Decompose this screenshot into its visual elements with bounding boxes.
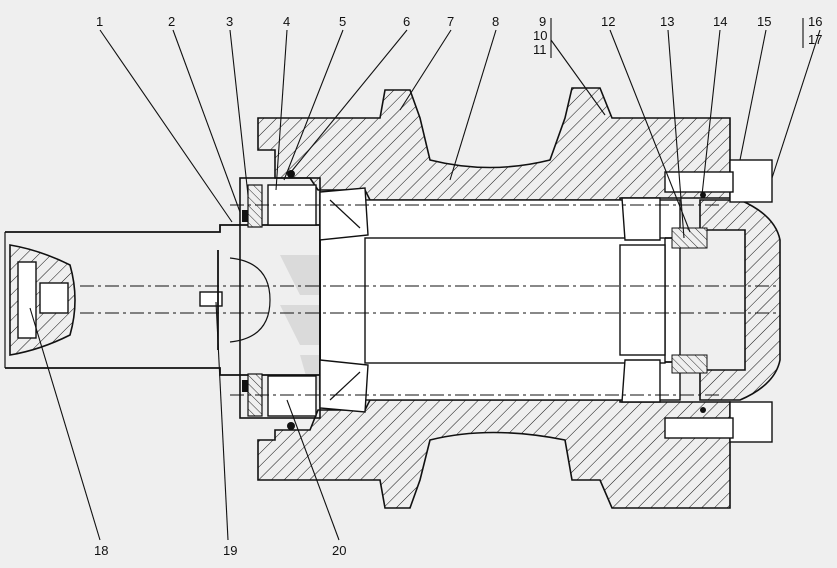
right-end-cap bbox=[664, 159, 781, 443]
callout-labels: 1 2 3 4 5 6 7 8 9 10 11 12 13 14 15 16 1… bbox=[94, 14, 822, 558]
callout-14: 14 bbox=[713, 14, 727, 29]
left-cap bbox=[230, 170, 321, 430]
callout-20: 20 bbox=[332, 543, 346, 558]
callout-17: 17 bbox=[808, 32, 822, 47]
callout-8: 8 bbox=[492, 14, 499, 29]
callout-11: 11 bbox=[533, 42, 547, 57]
roller-body-upper bbox=[257, 87, 731, 201]
callout-19: 19 bbox=[223, 543, 237, 558]
callout-9: 9 bbox=[539, 14, 546, 29]
callout-7: 7 bbox=[447, 14, 454, 29]
callout-5: 5 bbox=[339, 14, 346, 29]
callout-13: 13 bbox=[660, 14, 674, 29]
centerlines bbox=[80, 204, 780, 396]
callout-15: 15 bbox=[757, 14, 771, 29]
callout-6: 6 bbox=[403, 14, 410, 29]
callout-10: 10 bbox=[533, 28, 547, 43]
callout-4: 4 bbox=[283, 14, 290, 29]
callout-3: 3 bbox=[226, 14, 233, 29]
shaft-end-plug bbox=[9, 244, 76, 356]
callout-12: 12 bbox=[601, 14, 615, 29]
callout-18: 18 bbox=[94, 543, 108, 558]
callout-1: 1 bbox=[96, 14, 103, 29]
callout-2: 2 bbox=[168, 14, 175, 29]
bearing-right bbox=[619, 197, 666, 403]
leader-lines bbox=[29, 18, 821, 541]
bearing-left bbox=[319, 187, 369, 413]
roller-body-lower bbox=[257, 399, 731, 509]
callout-16: 16 bbox=[808, 14, 822, 29]
spherical-washer bbox=[199, 250, 271, 350]
